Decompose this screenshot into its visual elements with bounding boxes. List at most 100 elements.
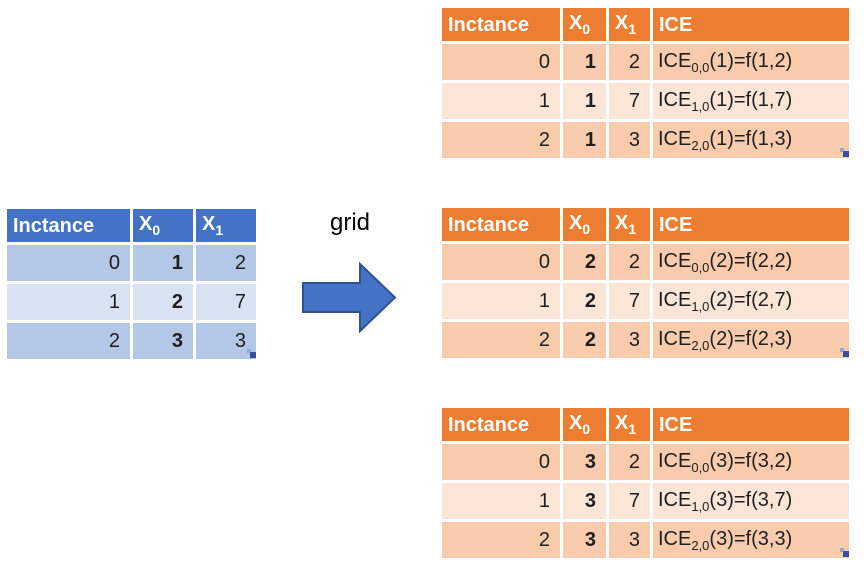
resize-handle-icon	[840, 148, 849, 157]
cell-ice: ICE2,0(2)=f(2,3)	[650, 319, 852, 361]
cell-x1: 7	[606, 480, 653, 522]
cell-ice: ICE0,0(3)=f(3,2)	[650, 441, 852, 483]
table-row: 1 3 7 ICE1,0(3)=f(3,7)	[439, 480, 852, 522]
cell-instance: 2	[439, 519, 563, 561]
cell-x0: 1	[560, 80, 609, 122]
header-x0: X0	[560, 5, 609, 44]
table-row: 2 1 3 ICE2,0(1)=f(1,3)	[439, 119, 852, 161]
resize-handle-icon	[840, 348, 849, 357]
header-x1-base: X	[202, 213, 216, 235]
cell-x1: 2	[606, 441, 653, 483]
table-row: 1 1 7 ICE1,0(1)=f(1,7)	[439, 80, 852, 122]
cell-ice: ICE2,0(1)=f(1,3)	[650, 119, 852, 161]
header-x0-subscript: 0	[582, 421, 591, 437]
header-x0-subscript: 0	[152, 222, 161, 238]
cell-instance: 1	[439, 480, 563, 522]
cell-x0: 3	[560, 519, 609, 561]
ice-subscript: 1,0	[691, 498, 710, 514]
cell-instance: 1	[4, 281, 133, 323]
cell-instance: 1	[439, 280, 563, 322]
header-x0-base: X	[569, 12, 583, 34]
cell-x0: 3	[130, 320, 196, 362]
cell-ice: ICE2,0(3)=f(3,3)	[650, 519, 852, 561]
table-row: 2 2 3 ICE2,0(2)=f(2,3)	[439, 319, 852, 361]
cell-x1: 2	[606, 41, 653, 83]
header-x0-base: X	[569, 412, 583, 434]
cell-x1: 3	[606, 319, 653, 361]
table-row: 0 2 2 ICE0,0(2)=f(2,2)	[439, 241, 852, 283]
header-x1-subscript: 1	[628, 421, 637, 437]
table-row: 1 2 7 ICE1,0(2)=f(2,7)	[439, 280, 852, 322]
cell-instance: 0	[439, 241, 563, 283]
ice-expression: (3)=f(3,2)	[709, 449, 793, 472]
header-x1: X1	[193, 206, 259, 245]
header-ice: ICE	[650, 5, 852, 44]
cell-x1: 3	[606, 519, 653, 561]
ice-subscript: 2,0	[691, 337, 710, 353]
header-ice: ICE	[650, 405, 852, 444]
ice-subscript: 2,0	[691, 537, 710, 553]
header-instance: Inctance	[439, 405, 563, 444]
cell-x1: 2	[193, 242, 259, 284]
header-instance: Inctance	[439, 205, 563, 244]
ice-table-x0-3: Inctance X0 X1 ICE 0 3 2 ICE0,0(3)=f(3,2…	[439, 405, 852, 561]
header-x1-subscript: 1	[628, 21, 637, 37]
table-row: 1 2 7	[4, 281, 259, 323]
header-x0-subscript: 0	[582, 221, 591, 237]
arrow-label: grid	[329, 209, 371, 236]
header-instance: Inctance	[439, 5, 563, 44]
cell-instance: 0	[439, 41, 563, 83]
table-row: 0 1 2 ICE0,0(1)=f(1,2)	[439, 41, 852, 83]
table-row: 0 3 2 ICE0,0(3)=f(3,2)	[439, 441, 852, 483]
header-x1: X1	[606, 5, 653, 44]
cell-x1: 2	[606, 241, 653, 283]
ice-expression: (1)=f(1,7)	[709, 88, 793, 111]
ice-expression: (1)=f(1,2)	[709, 49, 793, 72]
ice-label: ICE	[658, 49, 692, 72]
cell-x1: 3	[193, 320, 259, 362]
ice-label: ICE	[658, 488, 692, 511]
ice-expression: (2)=f(2,2)	[709, 249, 793, 272]
ice-expression: (2)=f(2,7)	[709, 288, 793, 311]
header-x1: X1	[606, 205, 653, 244]
header-x0-base: X	[569, 212, 583, 234]
header-x1-base: X	[615, 212, 629, 234]
header-x1: X1	[606, 405, 653, 444]
cell-x0: 2	[560, 280, 609, 322]
header-x0: X0	[560, 205, 609, 244]
header-ice: ICE	[650, 205, 852, 244]
ice-label: ICE	[658, 288, 692, 311]
ice-subscript: 0,0	[691, 59, 710, 75]
cell-x0: 2	[130, 281, 196, 323]
block-arrow-right-icon	[302, 261, 397, 334]
ice-subscript: 0,0	[691, 459, 710, 475]
ice-subscript: 1,0	[691, 98, 710, 114]
cell-x0: 3	[560, 441, 609, 483]
cell-x0: 1	[130, 242, 196, 284]
header-x1-base: X	[615, 12, 629, 34]
ice-label: ICE	[658, 249, 692, 272]
cell-instance: 0	[4, 242, 133, 284]
table-header-row: Inctance X0 X1 ICE	[439, 405, 852, 444]
resize-handle-icon	[840, 548, 849, 557]
cell-x0: 2	[560, 319, 609, 361]
cell-ice: ICE1,0(1)=f(1,7)	[650, 80, 852, 122]
cell-x0: 1	[560, 41, 609, 83]
table-header-row: Inctance X0 X1 ICE	[439, 205, 852, 244]
table-row: 0 1 2	[4, 242, 259, 284]
resize-handle-icon	[247, 349, 256, 358]
header-x0: X0	[560, 405, 609, 444]
cell-instance: 1	[439, 80, 563, 122]
table-header-row: Inctance X0 X1	[4, 206, 259, 245]
header-x1-subscript: 1	[628, 221, 637, 237]
ice-label: ICE	[658, 527, 692, 550]
cell-ice: ICE1,0(2)=f(2,7)	[650, 280, 852, 322]
ice-label: ICE	[658, 127, 692, 150]
ice-table-x0-2: Inctance X0 X1 ICE 0 2 2 ICE0,0(2)=f(2,2…	[439, 205, 852, 361]
source-table: Inctance X0 X1 0 1 2 1 2 7 2 3	[4, 206, 259, 362]
cell-x0: 1	[560, 119, 609, 161]
cell-instance: 2	[439, 319, 563, 361]
table-row: 2 3 3 ICE2,0(3)=f(3,3)	[439, 519, 852, 561]
cell-ice: ICE0,0(2)=f(2,2)	[650, 241, 852, 283]
